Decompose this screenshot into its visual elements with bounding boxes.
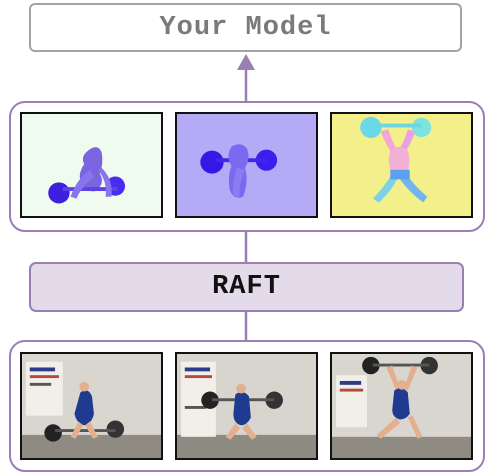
raft-label: RAFT — [212, 272, 281, 302]
video-frame-2 — [175, 352, 318, 460]
your-model-label: Your Model — [159, 12, 332, 43]
video-frame-1 — [20, 352, 163, 460]
video-frame-3 — [330, 352, 473, 460]
your-model-box: Your Model — [29, 3, 462, 52]
optical-flow-3 — [330, 112, 473, 218]
optical-flow-1 — [20, 112, 163, 218]
arrow-head — [237, 54, 255, 70]
optical-flow-2 — [175, 112, 318, 218]
raft-box: RAFT — [29, 262, 464, 312]
